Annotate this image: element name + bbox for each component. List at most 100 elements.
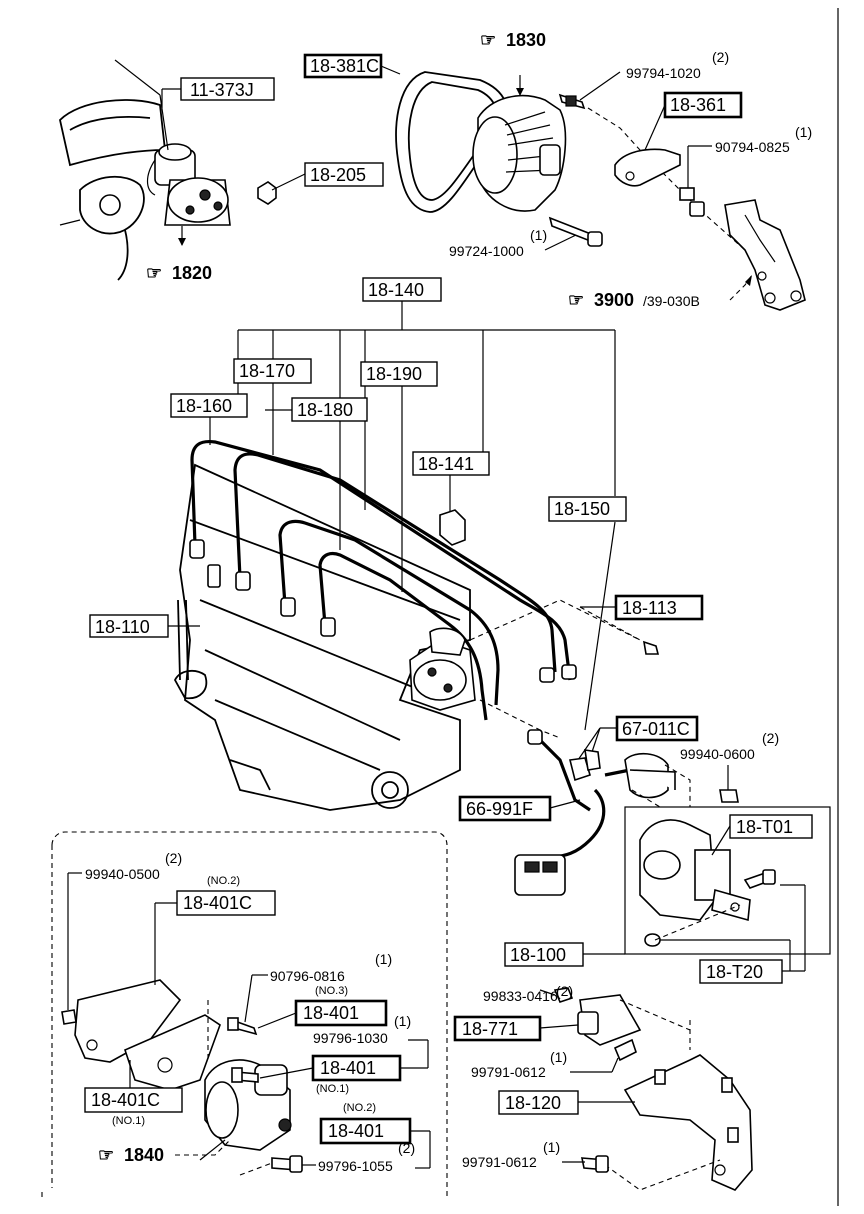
label-99796-1030: (1) 99796-1030 <box>313 1013 429 1069</box>
svg-text:(1): (1) <box>394 1013 411 1029</box>
bracket-3900 <box>724 199 806 311</box>
hand-pointer-icon: ☞ <box>98 1145 114 1165</box>
label-11-373j: 11-373J <box>161 77 275 108</box>
label-18-401-a: (NO.3) 18-401 <box>257 985 388 1029</box>
svg-text:(2): (2) <box>762 730 779 746</box>
svg-text:99796-1030: 99796-1030 <box>313 1030 388 1046</box>
starter-assembly <box>61 979 303 1176</box>
svg-text:18-190: 18-190 <box>366 364 422 384</box>
label-90796-0816: (1) 90796-0816 <box>244 951 392 1023</box>
label-99724-1000: (1) 99724-1000 <box>449 227 577 259</box>
svg-text:99794-1020: 99794-1020 <box>626 65 701 81</box>
label-67-011c: 67-011C <box>569 715 699 782</box>
svg-text:1820: 1820 <box>172 263 212 283</box>
coil-box <box>624 764 831 955</box>
svg-text:18-T20: 18-T20 <box>706 962 763 982</box>
svg-text:1840: 1840 <box>124 1145 164 1165</box>
label-99796-1055: (2) 99796-1055 <box>302 1140 415 1174</box>
label-18-401c-a: (NO.2) 18-401C <box>154 875 276 985</box>
spark-plug-wires <box>189 439 591 812</box>
svg-text:18-180: 18-180 <box>297 400 353 420</box>
svg-text:18-100: 18-100 <box>510 945 566 965</box>
svg-text:18-110: 18-110 <box>95 617 150 637</box>
svg-text:(NO.3): (NO.3) <box>315 985 348 997</box>
label-18-401c-b: 18-401C (NO.1) <box>84 1060 183 1127</box>
svg-text:(NO.2): (NO.2) <box>343 1102 376 1114</box>
svg-text:18-150: 18-150 <box>554 499 610 519</box>
wire-label-tree: 18-140 18-170 18-190 18-160 18-180 18-14… <box>170 277 627 731</box>
svg-text:99940-0600: 99940-0600 <box>680 746 755 762</box>
svg-text:18-170: 18-170 <box>239 361 295 381</box>
svg-text:(1): (1) <box>543 1139 560 1155</box>
label-90794-0825: (1) 90794-0825 <box>679 124 812 217</box>
alternator-assembly <box>395 71 746 251</box>
svg-text:(NO.1): (NO.1) <box>316 1083 349 1095</box>
label-18-401-c: (NO.2) 18-401 <box>319 1102 431 1169</box>
svg-text:/39-030B: /39-030B <box>643 293 700 309</box>
label-18-100: 18-100 <box>504 942 625 967</box>
engine-block <box>173 463 641 811</box>
svg-text:18-140: 18-140 <box>368 280 424 300</box>
svg-text:99796-1055: 99796-1055 <box>318 1158 393 1174</box>
distributor-assembly <box>59 59 277 281</box>
svg-text:99940-0500: 99940-0500 <box>85 866 160 882</box>
svg-text:18-401: 18-401 <box>320 1058 376 1078</box>
label-18-t20: 18-T20 <box>660 884 806 984</box>
sensor-bracket-assembly <box>553 987 753 1191</box>
svg-text:(2): (2) <box>556 983 573 999</box>
label-99940-0500: (2) 99940-0500 <box>67 850 182 1010</box>
label-18-205: 18-205 <box>271 162 384 191</box>
svg-text:(1): (1) <box>375 951 392 967</box>
label-99794-1020: (2) 99794-1020 <box>579 49 729 101</box>
label-66-991f: 66-991F <box>458 795 581 822</box>
svg-text:18-401C: 18-401C <box>183 893 252 913</box>
label-18-381c: 18-381C <box>303 53 401 79</box>
svg-text:(NO.2): (NO.2) <box>207 875 240 887</box>
ref-3900: ☞ 3900 /39-030B <box>568 290 700 310</box>
label-99791-0612-b: (1) 99791-0612 <box>462 1139 585 1170</box>
ref-1830: ☞ 1830 <box>480 30 546 50</box>
svg-text:90796-0816: 90796-0816 <box>270 968 345 984</box>
svg-text:11-373J: 11-373J <box>190 80 254 100</box>
svg-text:66-991F: 66-991F <box>466 799 533 819</box>
label-18-771: 18-771 <box>453 1015 579 1042</box>
label-18-401-b: 18-401 (NO.1) <box>259 1054 402 1095</box>
ignition-coil-harness <box>514 752 676 896</box>
svg-text:18-401: 18-401 <box>303 1003 359 1023</box>
svg-text:99791-0612: 99791-0612 <box>462 1154 537 1170</box>
svg-text:(2): (2) <box>165 850 182 866</box>
hand-pointer-icon: ☞ <box>480 30 496 50</box>
svg-text:90794-0825: 90794-0825 <box>715 139 790 155</box>
svg-text:99724-1000: 99724-1000 <box>449 243 524 259</box>
label-18-110: 18-110 <box>89 614 200 638</box>
svg-text:(1): (1) <box>530 227 547 243</box>
starter-inset-frame <box>41 831 448 1198</box>
svg-text:18-361: 18-361 <box>670 95 726 115</box>
svg-text:18-160: 18-160 <box>176 396 232 416</box>
svg-text:(1): (1) <box>550 1049 567 1065</box>
label-99833-0416: 99833-0416 (2) <box>483 983 573 1004</box>
svg-text:(2): (2) <box>712 49 729 65</box>
label-99791-0612-a: (1) 99791-0612 <box>471 1049 619 1080</box>
label-99940-0600: (2) 99940-0600 <box>680 730 779 803</box>
svg-text:18-771: 18-771 <box>462 1019 518 1039</box>
svg-text:(2): (2) <box>398 1140 415 1156</box>
svg-text:99833-0416: 99833-0416 <box>483 988 558 1004</box>
svg-text:18-381C: 18-381C <box>310 56 379 76</box>
label-18-t01: 18-T01 <box>711 814 813 856</box>
bracket-18-361: 18-361 <box>614 91 743 187</box>
svg-text:99791-0612: 99791-0612 <box>471 1064 546 1080</box>
svg-text:(1): (1) <box>795 124 812 140</box>
label-18-120: 18-120 <box>498 1090 635 1115</box>
ref-1820: ☞ 1820 <box>146 263 212 283</box>
hand-pointer-icon: ☞ <box>146 263 162 283</box>
svg-text:18-401C: 18-401C <box>91 1090 160 1110</box>
hand-pointer-icon: ☞ <box>568 290 584 310</box>
svg-text:(NO.1): (NO.1) <box>112 1115 145 1127</box>
svg-text:67-011C: 67-011C <box>622 719 690 739</box>
svg-text:1830: 1830 <box>506 30 546 50</box>
svg-text:18-141: 18-141 <box>418 454 474 474</box>
svg-text:18-T01: 18-T01 <box>736 817 793 837</box>
svg-text:18-120: 18-120 <box>505 1093 561 1113</box>
